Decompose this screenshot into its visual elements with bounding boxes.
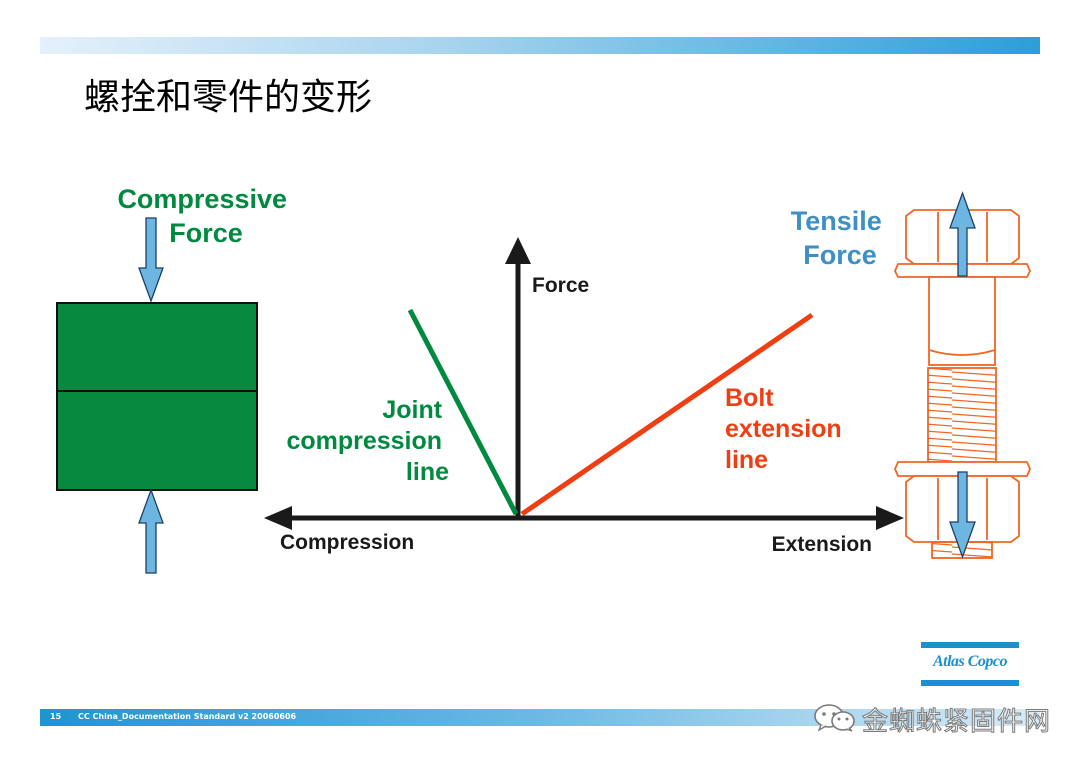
footer-text: CC China_Documentation Standard v2 20060… [78, 712, 297, 721]
footer-bar: 15 CC China_Documentation Standard v2 20… [40, 709, 1040, 726]
atlas-copco-logo: Atlas Copco [921, 642, 1019, 686]
tensile-arrow-up-icon [949, 191, 976, 277]
watermark-text: 金蜘蛛紧固件网 [861, 707, 1052, 738]
wechat-icon [814, 704, 855, 732]
compressive-arrow-bottom-icon [138, 488, 164, 574]
extension-arrowhead-icon [876, 506, 904, 530]
joint-block-upper [56, 302, 258, 392]
joint-block-lower [56, 390, 258, 491]
compression-arrowhead-icon [264, 506, 292, 530]
joint-compression-line-label: Joint compression line [286, 396, 449, 486]
joint-compression-line [407, 308, 519, 516]
compressive-force-label: Compressive Force [117, 184, 294, 248]
page-number: 15 [50, 712, 62, 721]
watermark: 金蜘蛛紧固件网 [812, 700, 1051, 738]
slide-title: 螺拴和零件的变形 [84, 77, 373, 118]
bolt-extension-line-label: Bolt extension line [725, 384, 849, 474]
force-axis-arrowhead-icon [505, 237, 531, 264]
header-bar [40, 37, 1040, 54]
tensile-arrow-down-icon [949, 471, 976, 559]
compression-axis-label: Compression [280, 531, 414, 554]
extension-axis-label: Extension [772, 533, 872, 556]
bolt-extension-line [520, 312, 814, 517]
force-axis-label: Force [532, 274, 589, 297]
tensile-force-label: Tensile Force [791, 206, 890, 270]
compressive-arrow-top-icon [138, 217, 164, 303]
